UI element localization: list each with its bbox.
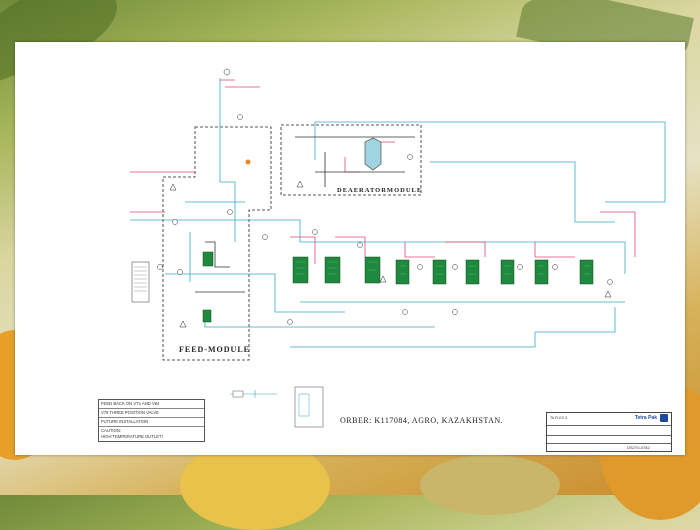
caution-triangle-icon — [379, 275, 387, 283]
heat-exchanger — [395, 259, 410, 285]
instrument — [157, 264, 163, 270]
control-panel-box — [131, 261, 150, 303]
pid-diagram — [130, 68, 666, 428]
instrument — [402, 309, 408, 315]
process-line — [165, 273, 345, 313]
legend-box: FEED BACK ON VT1 AND V84 V78 THREE POSIT… — [98, 399, 205, 442]
pipe — [195, 241, 245, 293]
instrument — [407, 154, 413, 160]
caution-triangle-icon — [169, 183, 177, 191]
instrument — [177, 269, 183, 275]
heat-exchanger — [324, 256, 341, 284]
caution-triangle-icon — [296, 180, 304, 188]
title-block-flex: TA FLEX 3 — [550, 416, 568, 420]
instrument — [172, 219, 178, 225]
feed-pump-unit — [202, 251, 214, 267]
process-line — [185, 201, 245, 282]
instrument — [607, 279, 613, 285]
legend-caution: CAUTION:HIGH TEMPERATURE OUTLET! — [99, 427, 204, 441]
heat-exchanger — [292, 256, 309, 284]
background-fruit — [420, 455, 560, 515]
schematic-sheet: FEED-MODULE DEAERATORMODULE FEED BACK ON… — [15, 42, 685, 455]
hot-line — [290, 236, 366, 264]
process-line — [314, 121, 666, 203]
process-line — [219, 78, 236, 242]
exchanger-plates — [296, 261, 590, 275]
status-marker — [245, 159, 251, 165]
hot-line — [404, 241, 575, 258]
bottom-valve — [232, 390, 244, 398]
title-block: TA FLEX 3 Tetra Pak DS2T0-0782 — [546, 412, 672, 452]
instrument — [452, 309, 458, 315]
instrument — [312, 229, 318, 235]
caution-triangle-icon — [604, 290, 612, 298]
legend-item: FEED BACK ON VT1 AND V84 — [99, 400, 204, 409]
hot-line — [220, 79, 260, 88]
instrument — [227, 209, 233, 215]
cabinet-inner — [298, 393, 310, 417]
pipe — [295, 136, 415, 187]
heat-exchanger — [500, 259, 515, 285]
instrument — [417, 264, 423, 270]
heat-exchanger — [432, 259, 447, 285]
process-line — [430, 161, 615, 223]
tetra-pak-logo-icon — [660, 414, 668, 422]
heat-exchanger — [579, 259, 594, 285]
instrument — [237, 114, 243, 120]
drawing-number: DS2T0-0782 — [627, 445, 650, 450]
legend-caution-text: HIGH TEMPERATURE OUTLET! — [101, 433, 163, 439]
title-block-divider — [547, 443, 671, 444]
feed-tank — [202, 309, 212, 323]
instrument — [552, 264, 558, 270]
legend-item: V78 THREE POSITION VALVE — [99, 409, 204, 418]
instrument — [452, 264, 458, 270]
deaerator-vessel — [364, 137, 382, 171]
heat-exchanger — [465, 259, 480, 285]
process-line — [204, 312, 435, 328]
tetra-pak-brand: Tetra Pak — [634, 415, 657, 421]
feed-module-label: FEED-MODULE — [179, 345, 250, 354]
instrument — [223, 68, 231, 76]
instrument — [357, 242, 363, 248]
heat-exchanger — [534, 259, 549, 285]
instrument — [262, 234, 268, 240]
title-block-divider — [547, 435, 671, 436]
instrument — [287, 319, 293, 325]
caution-triangle-icon — [179, 320, 187, 328]
legend-item: FUTURE INSTALLATION — [99, 418, 204, 427]
instrument — [517, 264, 523, 270]
legend-caution-title: CAUTION: — [101, 428, 122, 433]
deaerator-module-label: DEAERATORMODULE — [337, 187, 423, 194]
process-line — [290, 307, 616, 348]
order-text: ORBER: K117084, AGRO, KAZAKHSTAN. — [340, 416, 504, 425]
process-line — [130, 219, 626, 274]
title-block-divider — [547, 425, 671, 426]
feed-module-boundary — [162, 126, 272, 361]
deaerator-module-boundary — [280, 124, 422, 196]
panel-lines — [134, 266, 147, 292]
hot-line — [130, 171, 636, 257]
